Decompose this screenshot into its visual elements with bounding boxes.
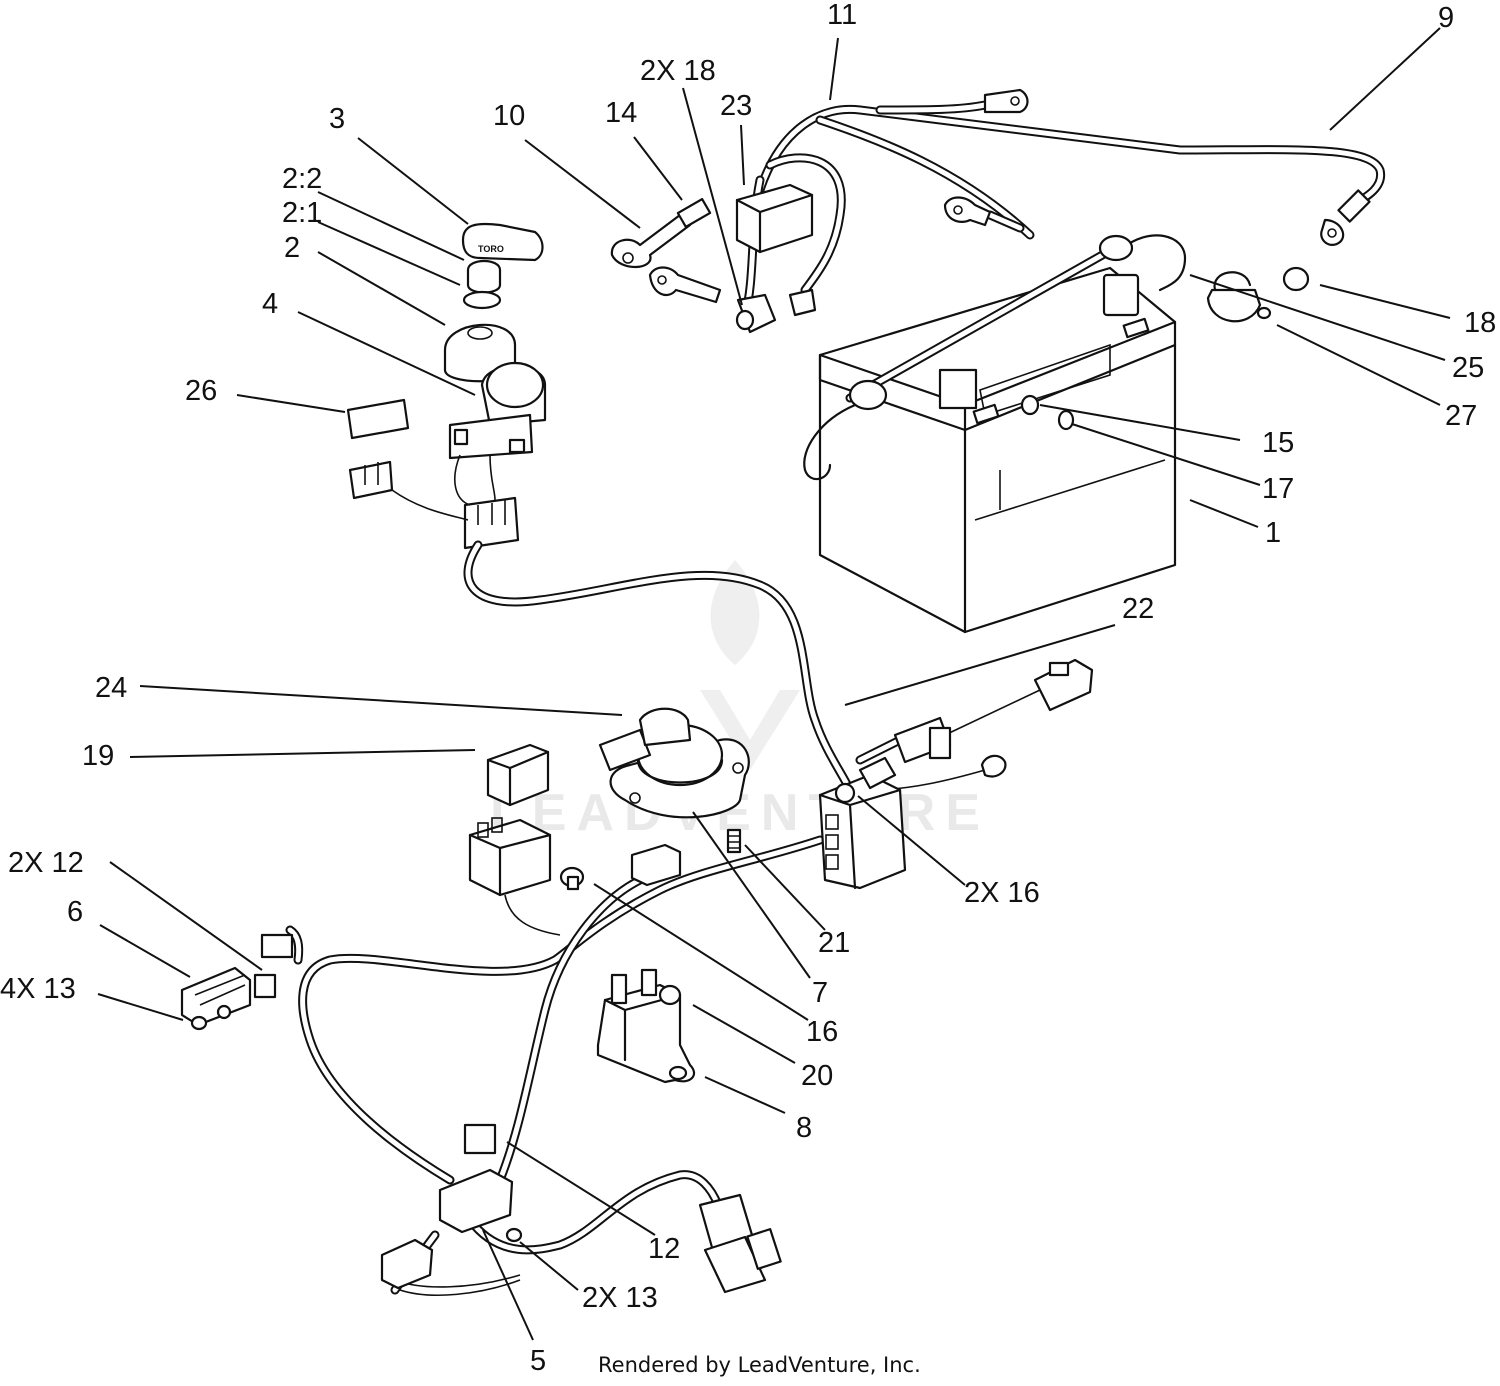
footer-credit: Rendered by LeadVenture, Inc.: [598, 1353, 921, 1377]
callout-12: 12: [648, 1233, 680, 1265]
battery-cables: [755, 88, 1386, 246]
screw-16: [559, 866, 585, 891]
callout-2x13: 2X 13: [582, 1282, 658, 1314]
callout-1: 1: [1265, 517, 1281, 549]
fuse-holder-23: [648, 153, 846, 334]
callout-27: 27: [1445, 400, 1477, 432]
callout-19: 19: [82, 740, 114, 772]
callout-18: 18: [1464, 307, 1496, 339]
main-harness: [285, 540, 1041, 1296]
key-tag-text: TORO: [478, 244, 504, 254]
lower-connectors: [380, 1123, 782, 1294]
callout-2-1: 2:1: [282, 197, 322, 229]
callout-14: 14: [605, 97, 637, 129]
callout-11: 11: [827, 0, 857, 31]
screw-21: [726, 828, 742, 854]
terminal-boot: [1206, 271, 1272, 323]
connector-22: [893, 658, 1094, 778]
module-24: [598, 707, 750, 819]
callout-7: 7: [812, 977, 828, 1009]
callout-5: 5: [530, 1345, 546, 1377]
ignition-switch: TORO: [346, 222, 547, 550]
callout-24: 24: [95, 672, 127, 704]
callout-15: 15: [1262, 427, 1294, 459]
washer-15: [1020, 394, 1040, 416]
connector-block: [468, 817, 682, 936]
callout-2: 2: [284, 232, 300, 264]
callout-3: 3: [329, 103, 345, 135]
callout-9: 9: [1438, 2, 1454, 34]
battery: [818, 266, 1177, 634]
leader-lines: [97, 27, 1451, 1341]
callout-4: 4: [262, 288, 278, 320]
callout-22: 22: [1122, 593, 1154, 625]
callout-4x13: 4X 13: [0, 973, 76, 1005]
callout-21: 21: [818, 927, 850, 959]
callout-23: 23: [720, 90, 752, 122]
callout-2x16: 2X 16: [964, 877, 1040, 909]
callout-20: 20: [801, 1060, 833, 1092]
callout-2x18: 2X 18: [640, 55, 716, 87]
callout-10: 10: [493, 100, 525, 132]
battery-hold-down: [803, 234, 1187, 481]
nut-17: [1057, 409, 1075, 431]
callout-8: 8: [796, 1112, 812, 1144]
fuse-block: [818, 756, 907, 890]
callout-2x12: 2X 12: [8, 847, 84, 879]
callout-6: 6: [67, 896, 83, 928]
connector-6: [180, 933, 294, 1031]
cable-10: [610, 197, 712, 269]
callout-25: 25: [1452, 352, 1484, 384]
callout-17: 17: [1262, 473, 1294, 505]
nut-18: [1282, 266, 1310, 292]
solenoid: [596, 968, 696, 1084]
callout-2-2: 2:2: [282, 163, 322, 195]
callout-16: 16: [806, 1016, 838, 1048]
callout-26: 26: [185, 375, 217, 407]
relay-19: [486, 743, 550, 807]
